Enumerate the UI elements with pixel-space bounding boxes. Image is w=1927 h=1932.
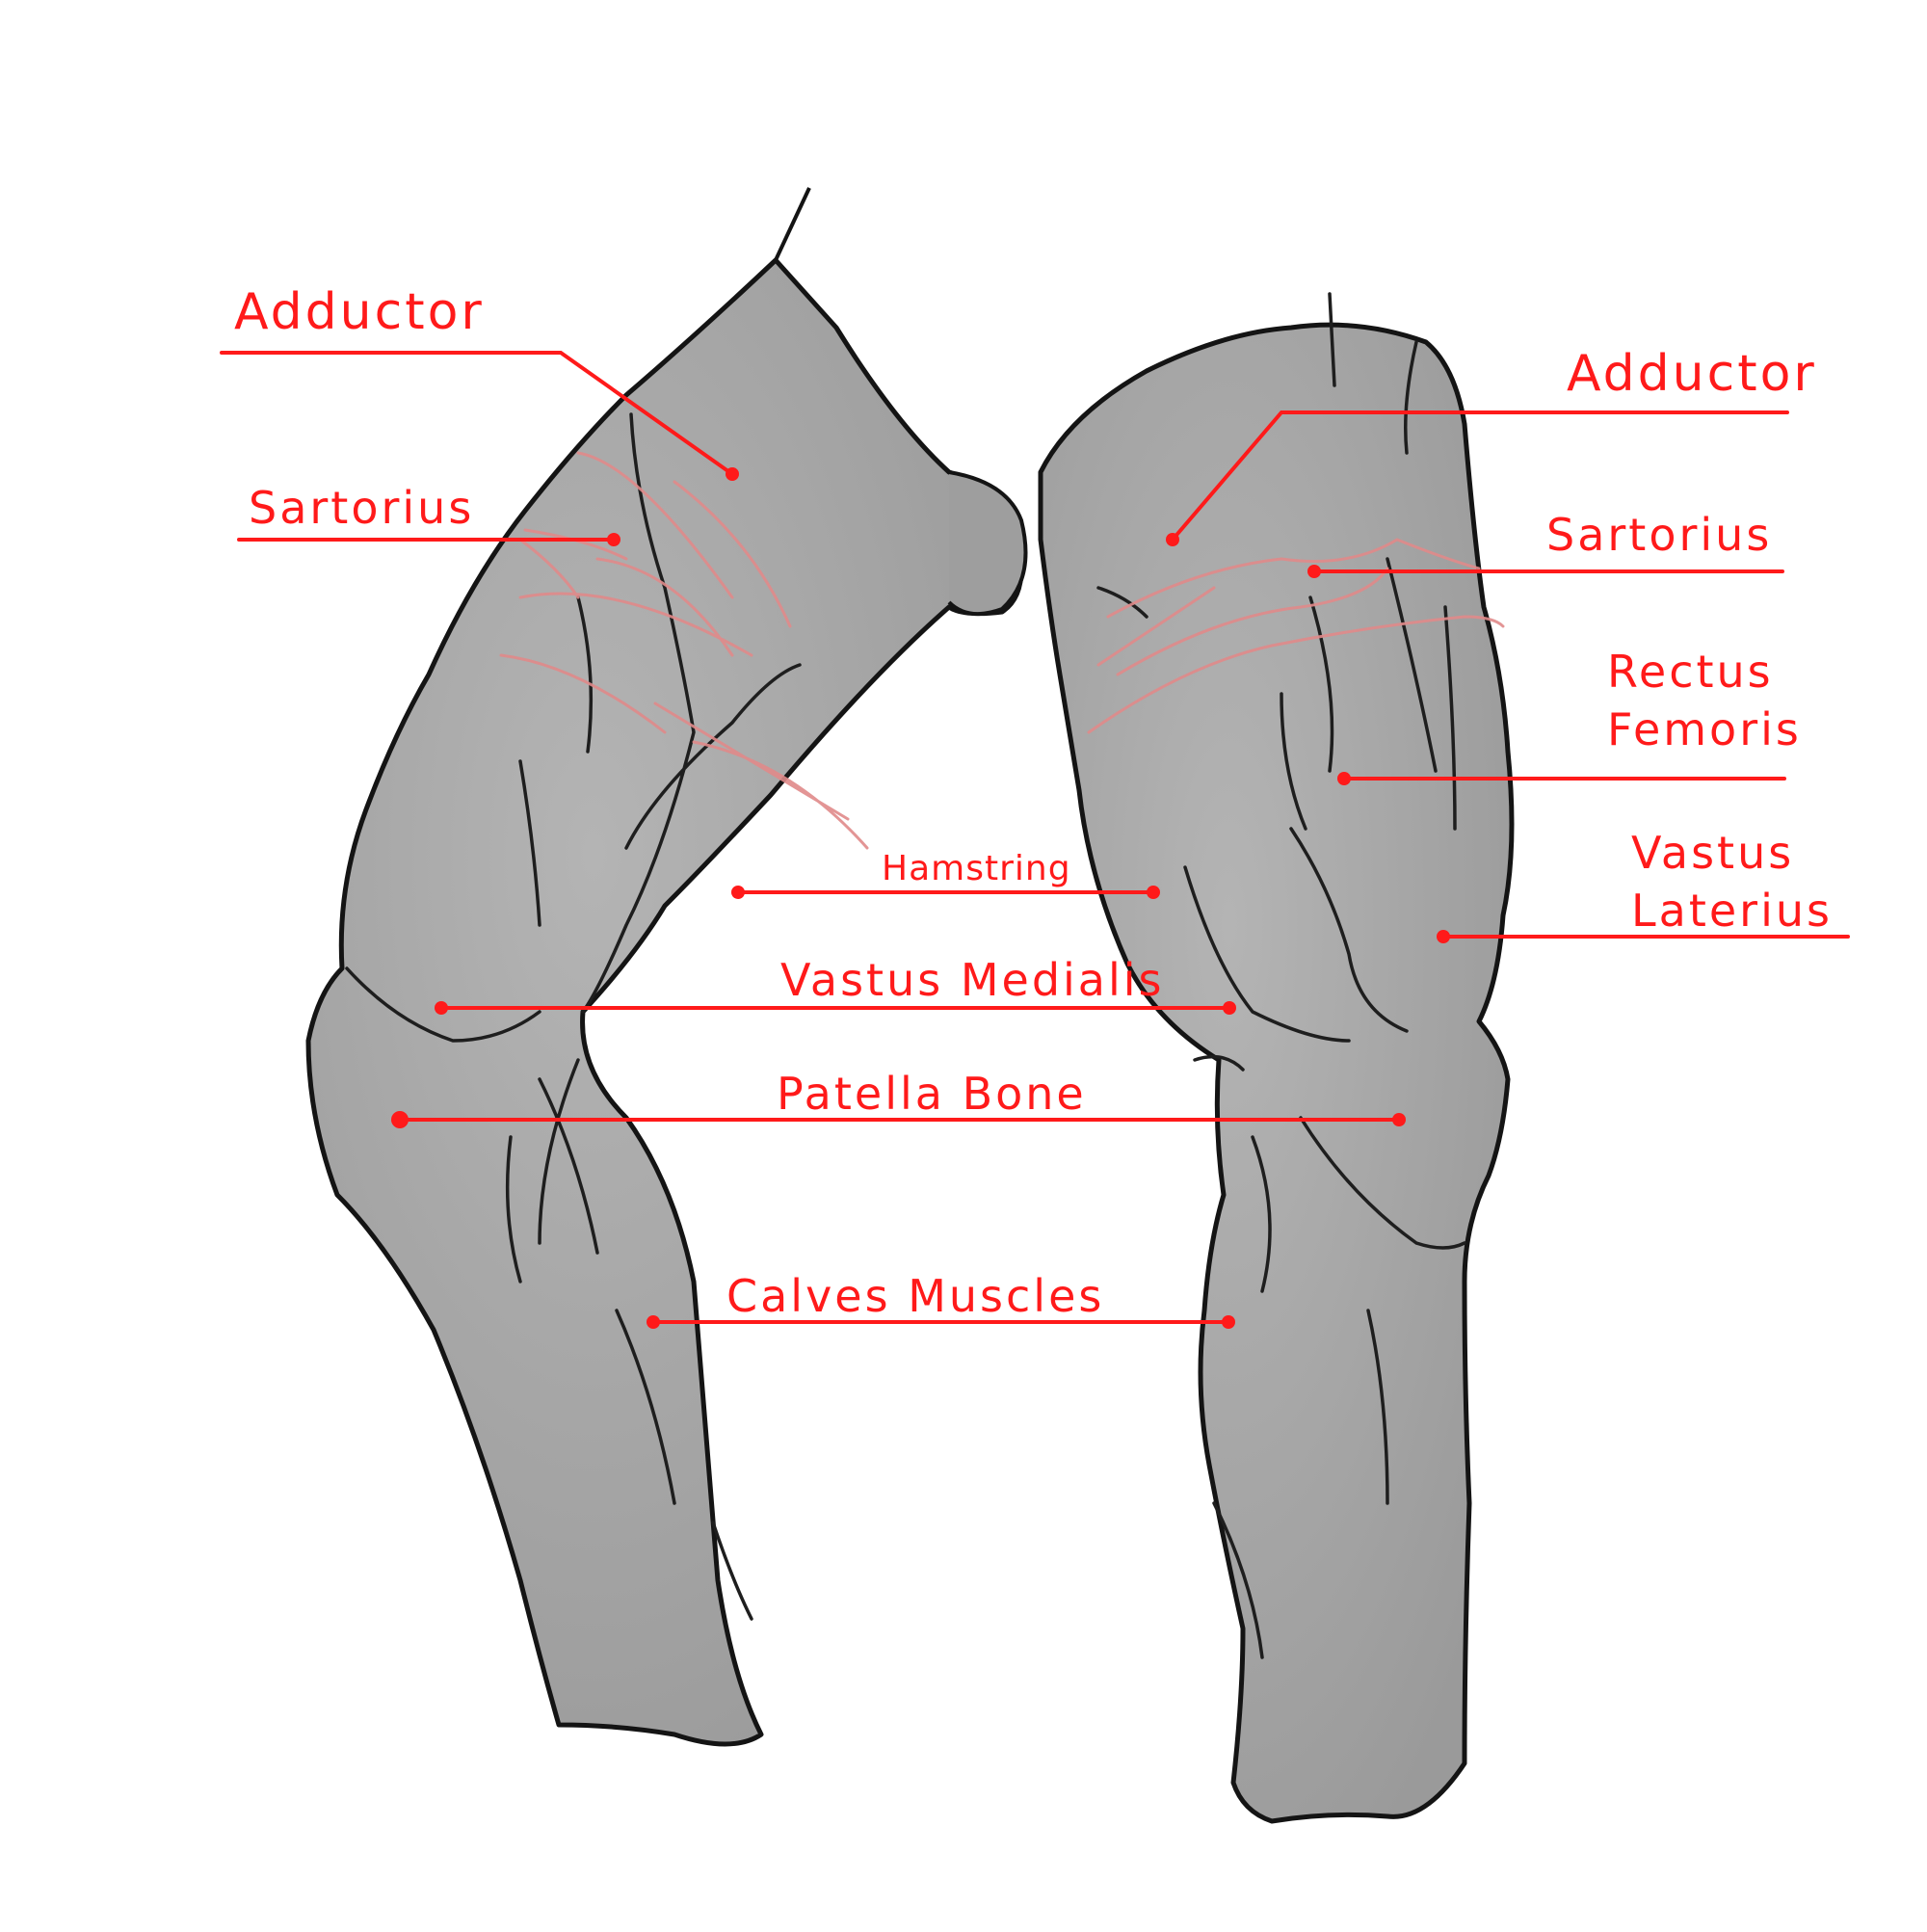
patella-bone-dot-right — [1392, 1113, 1406, 1126]
adductor-left-dot — [726, 467, 739, 481]
left-leg — [305, 187, 1028, 1747]
left-leg-shape — [305, 257, 1024, 1747]
vastus-medialis-label: Vastus Medialis — [780, 954, 1165, 1006]
hamstring-label: Hamstring — [882, 849, 1071, 888]
calves-muscles-dot-right — [1222, 1315, 1235, 1329]
rectus-femoris-label: Rectus Femoris — [1607, 646, 1802, 755]
sartorius-left-dot — [607, 533, 620, 546]
adductor-right-label: Adductor — [1567, 345, 1817, 403]
calves-muscles-dot-left — [647, 1315, 660, 1329]
right-leg — [1038, 292, 1515, 1824]
annotation-dots — [391, 467, 1450, 1329]
right-leg-contours — [1096, 292, 1466, 1659]
vastus-laterius-label: Vastus Laterius — [1631, 827, 1833, 937]
sartorius-right-label: Sartorius — [1546, 509, 1773, 561]
hamstring-dot-right — [1147, 886, 1160, 899]
vastus-medialis-dot-left — [435, 1001, 448, 1015]
patella-bone-dot-left — [391, 1111, 409, 1128]
left-leg-contours — [345, 412, 802, 1621]
vastus-laterius-dot — [1437, 930, 1450, 943]
adductor-left-leader — [220, 351, 734, 476]
adductor-right-dot — [1166, 533, 1179, 546]
rectus-femoris-dot — [1337, 772, 1351, 785]
left-pelvis-shape — [947, 470, 1028, 617]
left-muscle-guides — [499, 451, 869, 850]
sartorius-right-dot — [1307, 565, 1321, 578]
vastus-medialis-dot-right — [1223, 1001, 1236, 1015]
adductor-right-leader — [1171, 410, 1789, 542]
right-leg-shape — [1038, 322, 1515, 1824]
right-muscle-guides — [1087, 538, 1505, 734]
hamstring-dot-left — [731, 886, 745, 899]
calves-muscles-label: Calves Muscles — [726, 1270, 1105, 1322]
annotation-lines — [220, 351, 1850, 1324]
sartorius-left-label: Sartorius — [249, 482, 475, 534]
patella-bone-label: Patella Bone — [777, 1068, 1087, 1120]
adductor-left-label: Adductor — [234, 283, 485, 341]
